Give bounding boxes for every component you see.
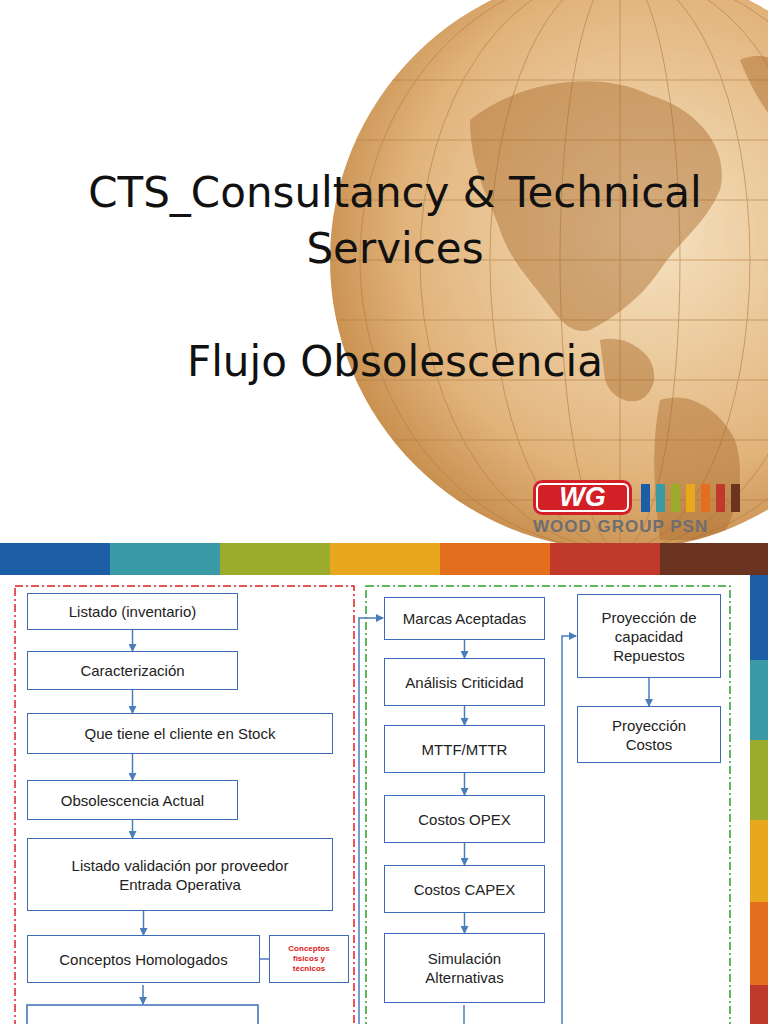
flow-arrow (132, 690, 134, 713)
process-box: Que tiene el cliente en Stock (27, 713, 333, 754)
process-box: Conceptos Homologados (27, 935, 260, 983)
process-box: Marcas Aceptadas (384, 597, 545, 640)
box-text: Costos OPEX (418, 810, 511, 829)
box-text: Simulación Alternativas (395, 949, 534, 987)
box-text: Análisis Criticidad (405, 673, 523, 692)
logo-bars (641, 484, 740, 512)
box-text: Listado validación por proveedor Entrada… (50, 856, 310, 894)
process-box: Análisis Criticidad (384, 658, 545, 706)
color-band (0, 543, 768, 575)
flow-arrow (464, 843, 466, 865)
box-text: Conceptos físicos y técnicos (276, 944, 342, 974)
flow-arrow (260, 958, 269, 960)
flow-arrow (132, 754, 134, 780)
process-box: Costos OPEX (384, 795, 545, 843)
box-text: Proyección Costos (588, 716, 710, 754)
box-text: Marcas Aceptadas (403, 609, 526, 628)
box-text: MTTF/MTTR (422, 740, 508, 759)
flow-arrow (464, 640, 466, 658)
slide-title: CTS_Consultancy & Technical Services (30, 165, 760, 277)
region-outline (366, 586, 730, 1024)
flow-arrow (143, 911, 145, 935)
box-text: Listado (inventario) (69, 602, 197, 621)
logo-mark: WG (533, 480, 632, 515)
logo-name: WOOD GROUP PSN (533, 517, 748, 537)
process-box: Listado (inventario) (27, 593, 238, 630)
process-box: Proyección Costos (577, 706, 721, 763)
flow-arrow (464, 706, 466, 725)
slide-subtitle: Flujo Obsolescencia (30, 334, 760, 390)
globe-continents (470, 56, 768, 540)
region-outline (15, 586, 354, 1024)
process-box: Proyección de capacidad Repuestos (577, 594, 721, 678)
process-box: MTTF/MTTR (384, 725, 545, 773)
box-text: Proyección de capacidad Repuestos (588, 608, 710, 665)
box-text: Que tiene el cliente en Stock (85, 724, 276, 743)
side-stripe (750, 575, 768, 1024)
flow-arrow (464, 773, 466, 795)
box-text: Obsolescencia Actual (61, 791, 204, 810)
process-box: Simulación Alternativas (384, 933, 545, 1003)
process-box: Obsolescencia Actual (27, 780, 238, 820)
box-text: Costos CAPEX (414, 880, 516, 899)
box-text: Conceptos Homologados (59, 950, 227, 969)
process-box: Caracterización (27, 651, 238, 690)
process-box: Listado validación por proveedor Entrada… (27, 838, 333, 911)
flow-arrow (132, 630, 134, 651)
flow-arrow (648, 678, 650, 706)
note-box: Conceptos físicos y técnicos (269, 935, 349, 983)
flow-arrow (132, 820, 134, 838)
cut-off-box (27, 1005, 258, 1024)
process-box: Costos CAPEX (384, 865, 545, 913)
flow-arrow (464, 913, 466, 933)
box-text: Caracterización (80, 661, 184, 680)
